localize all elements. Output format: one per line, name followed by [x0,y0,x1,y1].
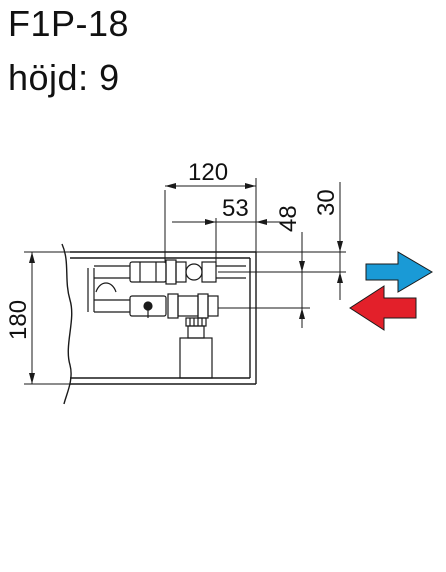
dimension-label-120: 120 [188,159,228,186]
dimension-label-48: 48 [275,205,302,232]
dimension-30 [337,182,343,300]
dimension-53 [172,218,280,262]
height-label: höjd: 9 [8,57,120,98]
dimension-120 [164,178,257,262]
dimension-label-180: 180 [5,300,32,340]
arrow-right-icon [365,251,433,293]
channel-housing [61,243,257,405]
dimension-label-30: 30 [313,189,340,216]
dimension-label-53: 53 [222,195,249,222]
pipework [87,259,246,379]
model-title: F1P-18 [8,3,130,44]
dimension-180 [24,251,70,385]
dimension-48 [299,232,305,328]
arrow-left-icon [349,285,417,331]
